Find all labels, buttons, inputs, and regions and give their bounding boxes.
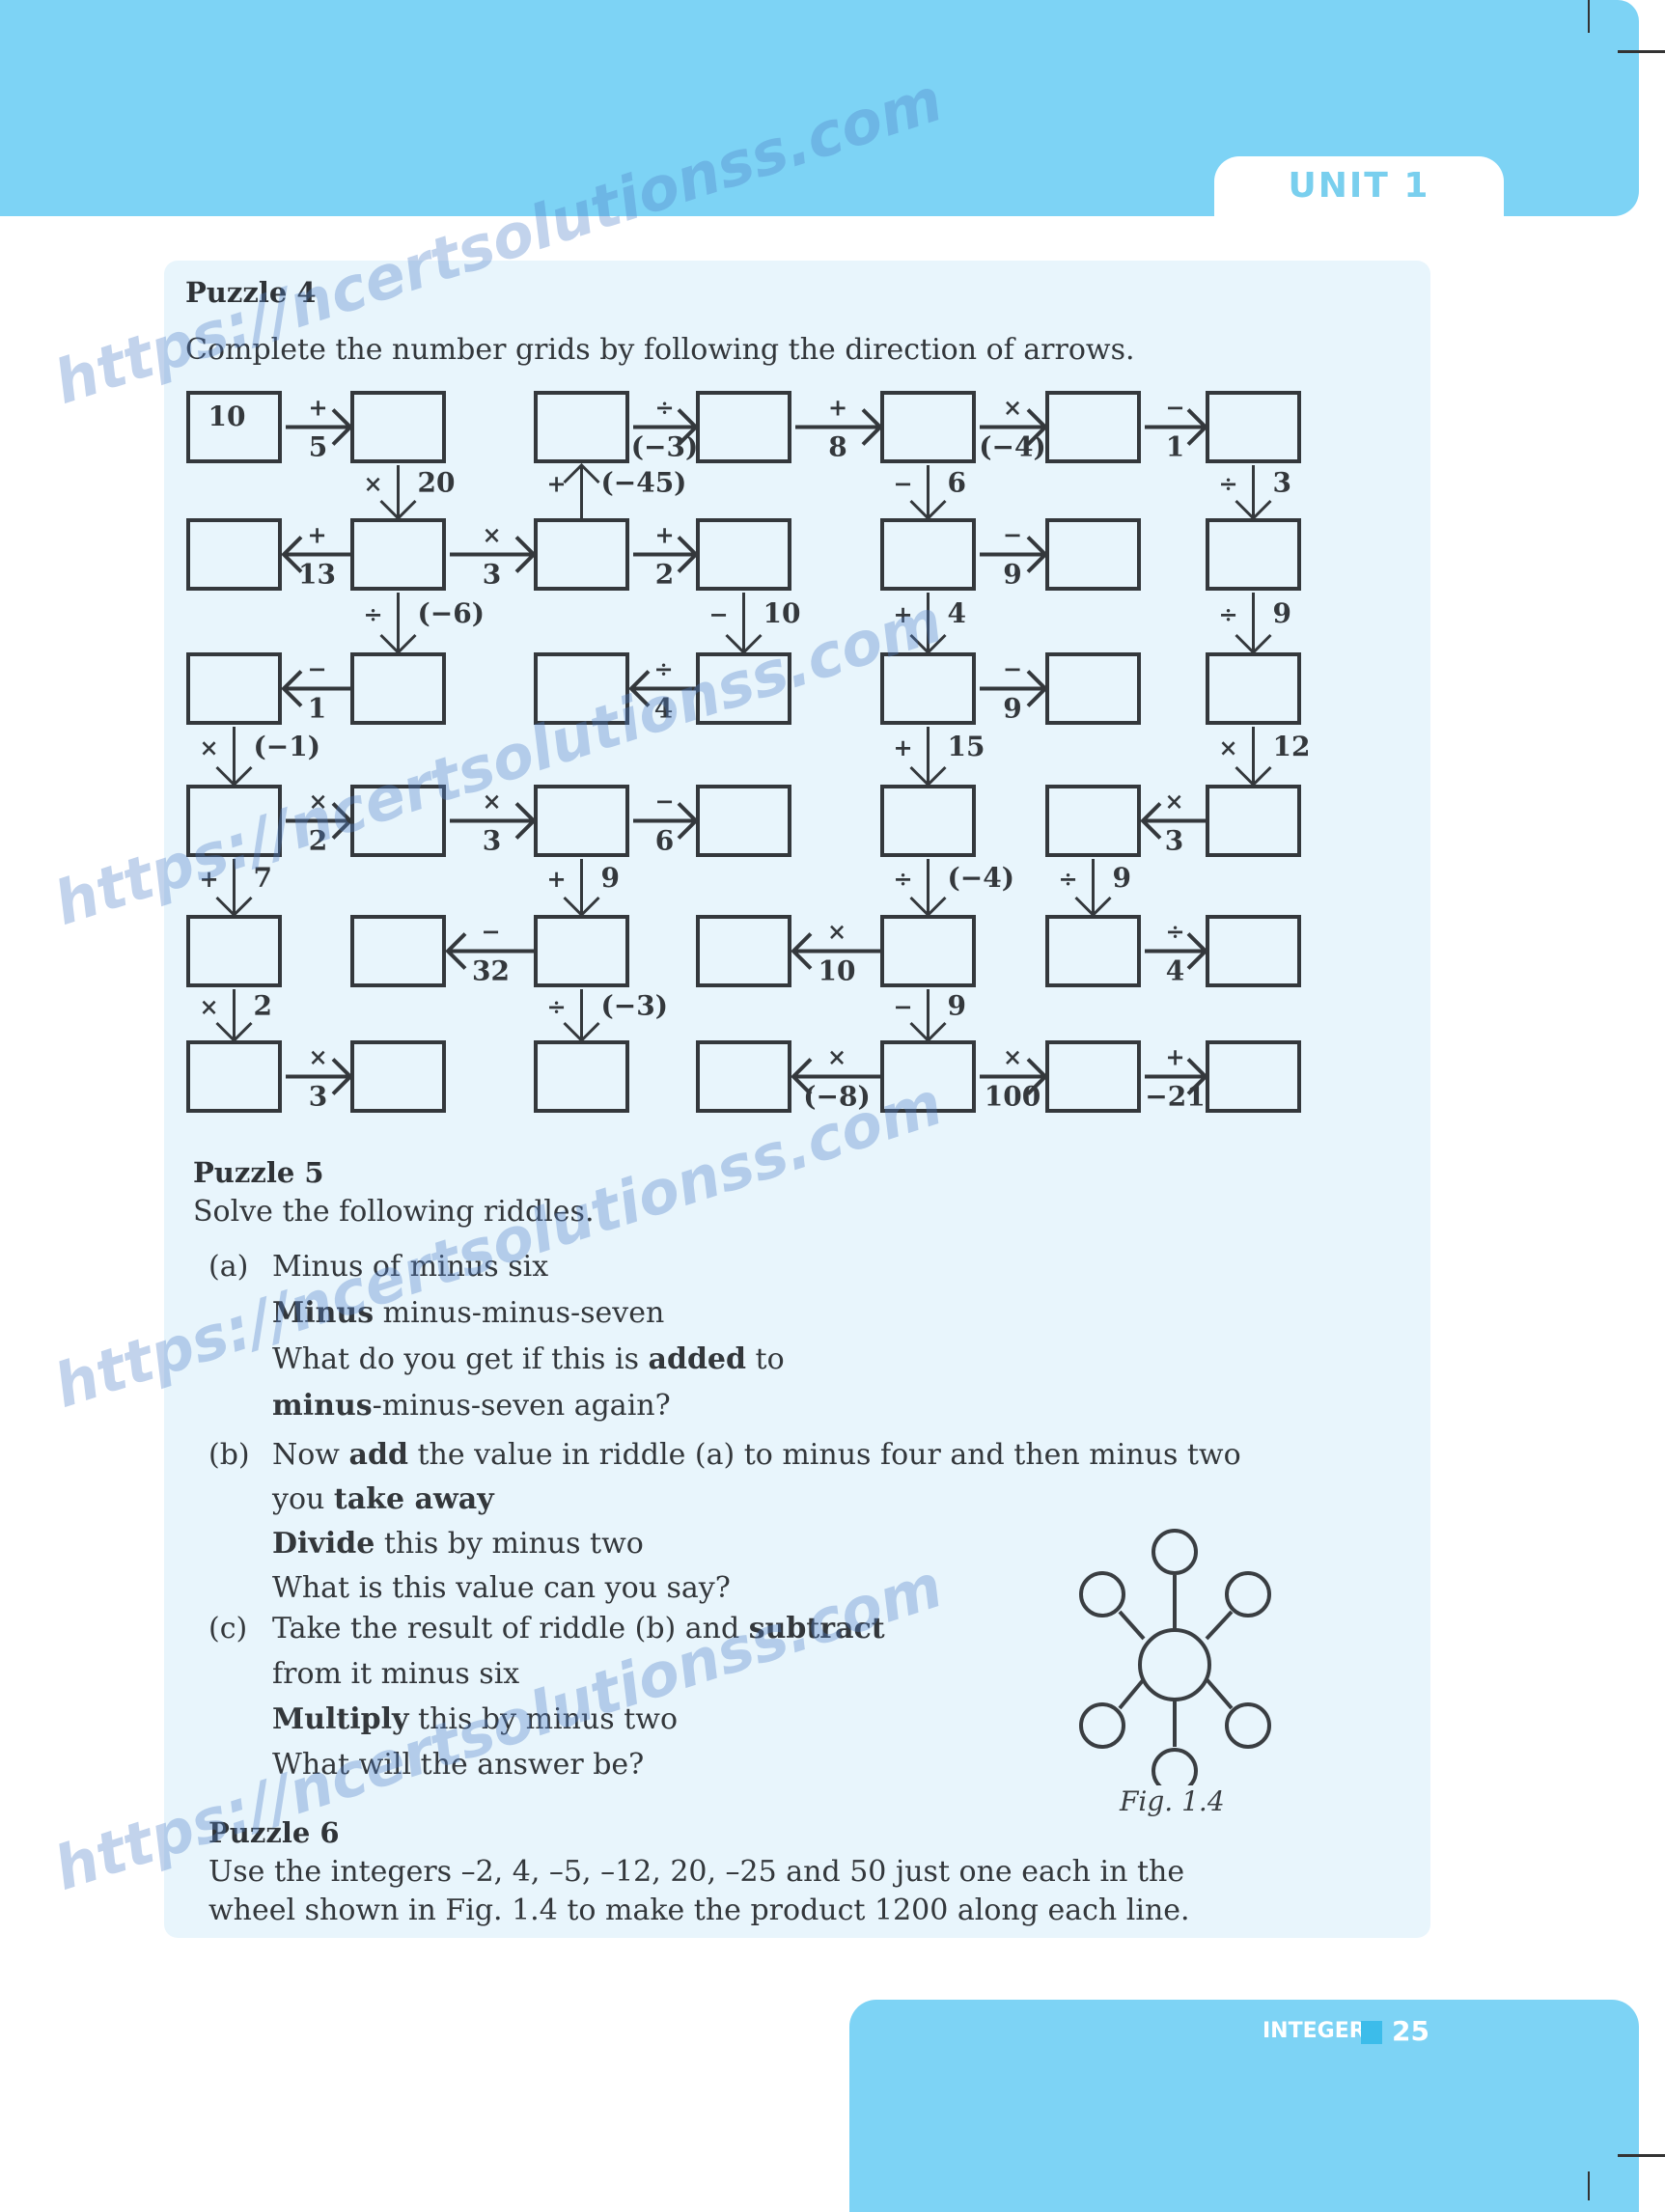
puzzle5-instruction: Solve the following riddles. — [193, 1195, 595, 1229]
wheel-node — [1225, 1571, 1271, 1618]
footer-square-icon — [1361, 2021, 1382, 2044]
wheel-node — [1152, 1529, 1198, 1575]
riddle-line: What will the answer be? — [272, 1748, 645, 1782]
riddle-line: Minus minus-minus-seven — [272, 1296, 665, 1330]
unit-label: UNIT 1 — [1288, 166, 1430, 206]
wheel-center-node — [1138, 1628, 1211, 1701]
riddle-label: (c) — [208, 1612, 248, 1645]
puzzle6-line-1: Use the integers –2, 4, –5, –12, 20, –25… — [208, 1855, 1185, 1889]
puzzle4-title: Puzzle 4 — [185, 276, 317, 309]
figure-caption: Fig. 1.4 — [1120, 1785, 1225, 1817]
riddle-line: Take the result of riddle (b) and subtra… — [272, 1612, 885, 1645]
riddle-line: from it minus six — [272, 1657, 520, 1691]
unit-tab: UNIT 1 — [1214, 156, 1504, 224]
crop-mark — [1618, 2154, 1665, 2157]
riddle-label: (b) — [208, 1438, 250, 1472]
crop-mark — [1588, 0, 1590, 33]
puzzle6-line-2: wheel shown in Fig. 1.4 to make the prod… — [208, 1894, 1190, 1927]
puzzle5-title: Puzzle 5 — [193, 1156, 324, 1189]
wheel-node — [1225, 1702, 1271, 1749]
riddle-line: Divide this by minus two — [272, 1527, 644, 1561]
crop-mark — [1618, 50, 1665, 53]
riddle-line: Minus of minus six — [272, 1250, 549, 1284]
riddle-label: (a) — [208, 1250, 249, 1284]
riddle-line: minus-minus-seven again? — [272, 1389, 671, 1423]
wheel-node — [1079, 1571, 1125, 1618]
puzzle6-title: Puzzle 6 — [208, 1816, 340, 1849]
riddle-line: What do you get if this is added to — [272, 1342, 785, 1376]
wheel-node — [1152, 1748, 1198, 1785]
wheel-figure — [1079, 1529, 1271, 1785]
footer-band — [849, 2000, 1639, 2212]
riddle-line: you take away — [272, 1482, 494, 1516]
riddle-line: What is this value can you say? — [272, 1571, 731, 1605]
wheel-node — [1079, 1702, 1125, 1749]
riddle-line: Multiply this by minus two — [272, 1702, 679, 1736]
crop-mark — [1588, 2171, 1590, 2200]
page-number: 25 — [1392, 2015, 1429, 2047]
riddle-line: Now add the value in riddle (a) to minus… — [272, 1438, 1241, 1472]
puzzle4-instruction: Complete the number grids by following t… — [185, 333, 1135, 367]
